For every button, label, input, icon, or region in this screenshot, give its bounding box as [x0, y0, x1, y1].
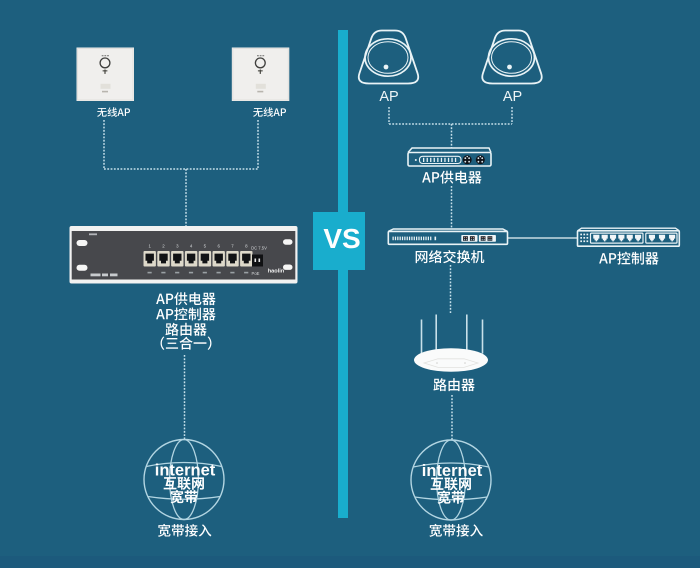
svg-text:4: 4	[190, 244, 193, 249]
svg-text:haolin: haolin	[268, 269, 285, 275]
svg-text:5: 5	[204, 244, 207, 249]
svg-text:3: 3	[176, 244, 179, 249]
svg-text:8: 8	[245, 244, 248, 249]
svg-text:7: 7	[231, 244, 234, 249]
svg-text:6: 6	[217, 244, 220, 249]
svg-text:AP: AP	[379, 89, 398, 105]
svg-text:1: 1	[148, 244, 151, 249]
svg-text:2: 2	[162, 244, 165, 249]
svg-text:AP: AP	[503, 89, 522, 105]
svg-text:VS: VS	[323, 223, 360, 254]
svg-text:DC 7.5V: DC 7.5V	[251, 246, 267, 251]
svg-text:PoE: PoE	[252, 271, 260, 276]
svg-text:internet: internet	[155, 462, 216, 480]
svg-text:internet: internet	[422, 462, 483, 480]
